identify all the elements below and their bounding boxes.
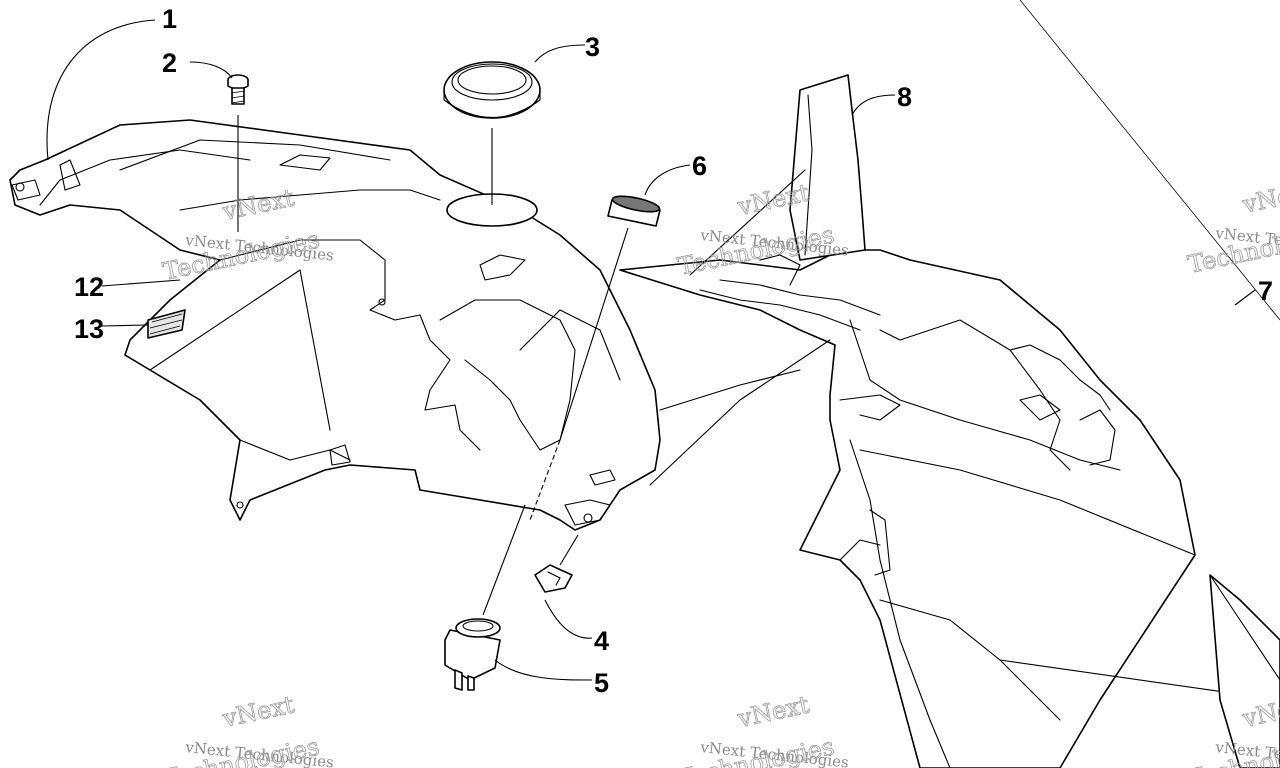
callout-4: 4 bbox=[594, 626, 609, 656]
leader-8 bbox=[851, 94, 896, 116]
leader-1 bbox=[46, 19, 156, 161]
callout-2: 2 bbox=[162, 48, 177, 78]
relay-part-5 bbox=[444, 618, 501, 691]
svg-text:vNext: vNext bbox=[1239, 176, 1280, 219]
watermark-4: vNext vNext Technologies Technologies bbox=[160, 690, 335, 768]
windshield-part-8 bbox=[689, 74, 866, 276]
callout-7: 7 bbox=[1258, 276, 1273, 306]
clip-part-4 bbox=[534, 564, 573, 593]
callout-8: 8 bbox=[897, 82, 912, 112]
cap-part-6 bbox=[607, 195, 661, 227]
leader-5 bbox=[494, 659, 593, 681]
watermark-3: vNext vNext Technologies Technologies bbox=[1185, 176, 1280, 279]
leader-3 bbox=[534, 44, 586, 63]
watermark-5: vNext vNext Technologies Technologies bbox=[675, 690, 850, 768]
callout-1: 1 bbox=[162, 4, 177, 34]
leader-13 bbox=[101, 324, 149, 327]
leader-7 bbox=[1234, 289, 1256, 306]
side-panel-far-right bbox=[1209, 574, 1280, 768]
callout-13: 13 bbox=[74, 314, 104, 344]
dash-panel-left bbox=[9, 119, 661, 531]
bezel-ring-part-3 bbox=[443, 61, 541, 119]
svg-text:vNext: vNext bbox=[219, 690, 297, 733]
callout-3: 3 bbox=[585, 32, 600, 62]
callout-12: 12 bbox=[74, 272, 104, 302]
frame-edge-line bbox=[1019, 0, 1280, 321]
leader-2 bbox=[189, 61, 233, 79]
side-panel-right bbox=[619, 249, 1280, 768]
svg-text:vNext: vNext bbox=[734, 690, 812, 733]
screw-part-2 bbox=[227, 74, 249, 105]
callout-5: 5 bbox=[594, 668, 609, 698]
leader-12 bbox=[101, 279, 181, 287]
leader-6 bbox=[644, 164, 691, 196]
callout-6: 6 bbox=[692, 151, 707, 181]
leader-4 bbox=[544, 599, 593, 639]
